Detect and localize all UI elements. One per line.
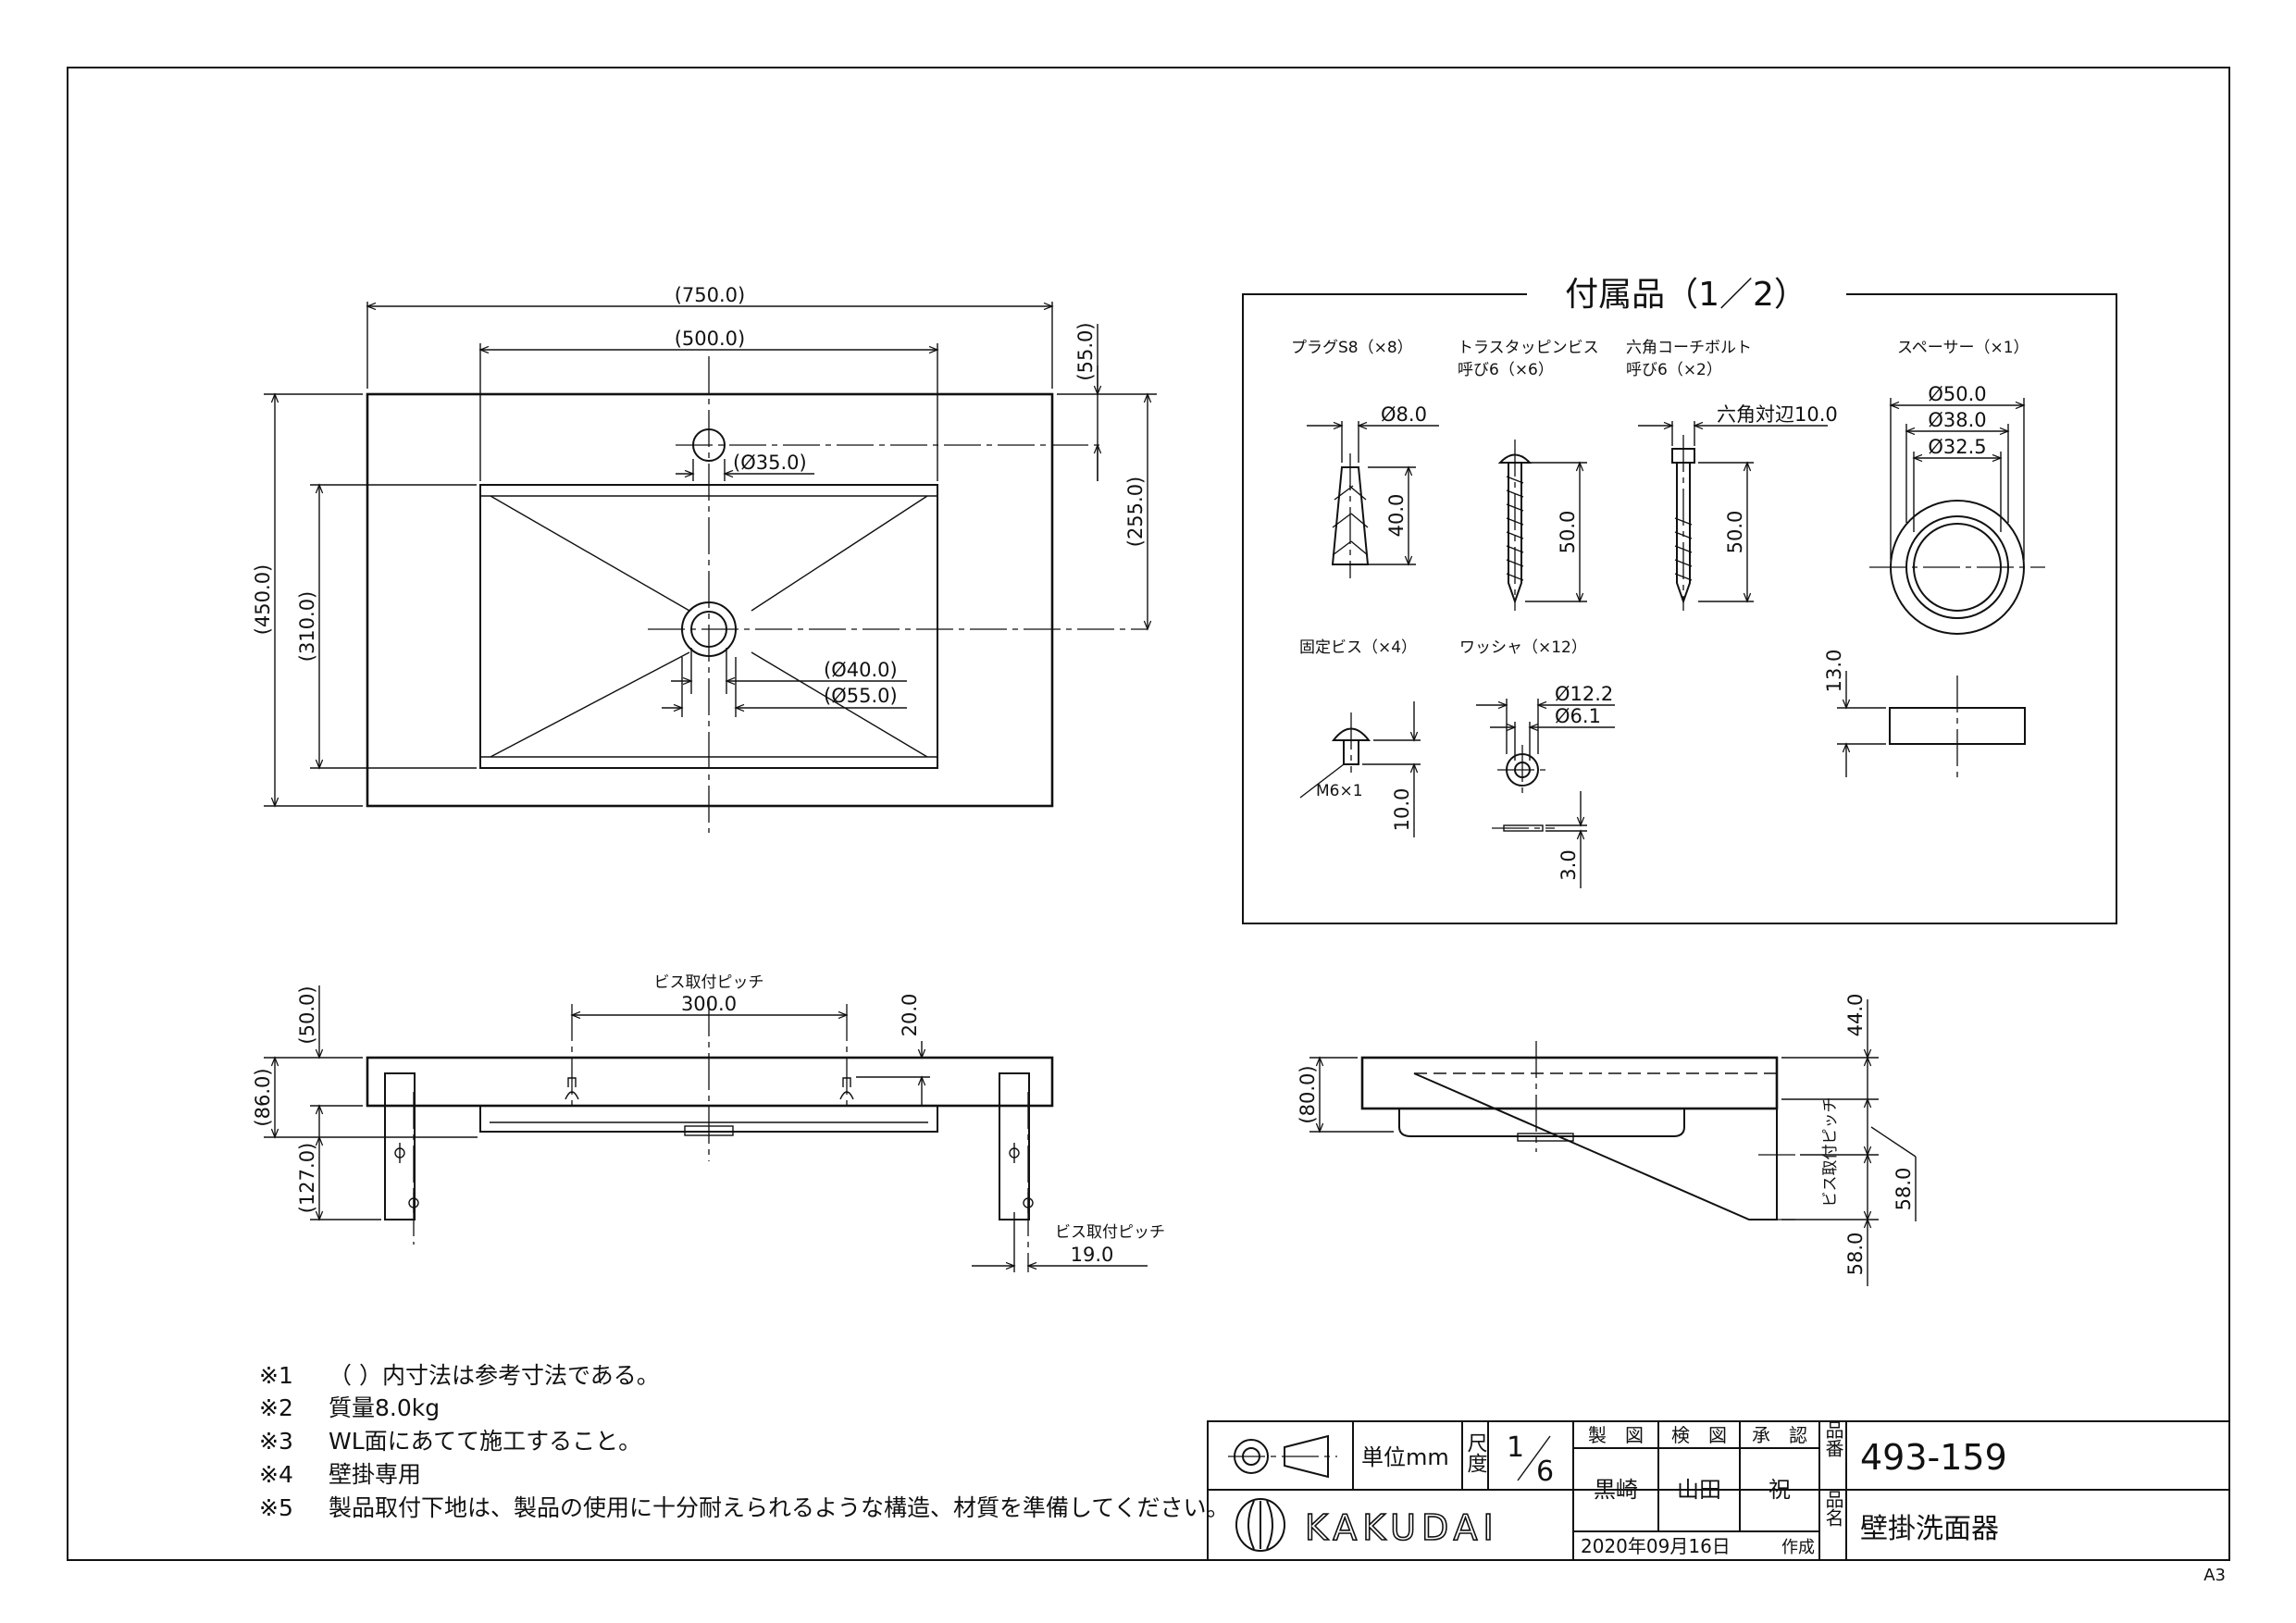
fixing-screw-drawing <box>1331 712 1371 773</box>
part-name-label: 品名 <box>1822 1490 1844 1527</box>
hex-bolt-label-2: 呼び6（×2） <box>1626 361 1722 379</box>
side-pitch-label: ビス取付ピッチ <box>1821 1097 1840 1208</box>
washer-outer: Ø12.2 <box>1555 683 1613 705</box>
drawn-by: 黒崎 <box>1594 1477 1638 1503</box>
dim-hole: (Ø35.0) <box>733 452 807 474</box>
part-no-label: 品番 <box>1822 1420 1844 1457</box>
front-dim-127: (127.0) <box>296 1143 318 1214</box>
truss-screw-drawing <box>1497 440 1533 611</box>
part-no: 493-159 <box>1860 1437 2007 1478</box>
created-date-suffix: 作成 <box>1781 1538 1815 1557</box>
note-1-text: （ ）内寸法は参考寸法である。 <box>329 1362 660 1389</box>
side-dim-80: (80.0) <box>1297 1065 1319 1123</box>
dim-width-total: (750.0) <box>675 284 746 306</box>
sheet-border <box>67 67 2230 1561</box>
created-date: 2020年09月16日 <box>1581 1535 1731 1557</box>
fixing-screw-label: 固定ビス（×4） <box>1299 638 1417 657</box>
truss-screw-label-1: トラスタッピンビス <box>1458 339 1599 357</box>
side-dim-58a: 58.0 <box>1893 1168 1915 1211</box>
spacer-outer: Ø50.0 <box>1928 383 1986 405</box>
projection-symbol-icon <box>1228 1434 1337 1479</box>
notes: ※1 （ ）内寸法は参考寸法である。 ※2 質量8.0kg ※3 WL面にあてて… <box>259 1362 1230 1521</box>
checked-label: 検 図 <box>1671 1424 1727 1446</box>
note-3-mark: ※3 <box>259 1428 293 1455</box>
front-view: ビス取付ピッチ 300.0 20.0 (50.0) (86.0) (127.0)… <box>252 973 1165 1272</box>
front-pitch2-label: ビス取付ピッチ <box>1055 1223 1165 1242</box>
side-dim-58b: 58.0 <box>1844 1233 1867 1276</box>
front-dim-20: 20.0 <box>899 994 921 1037</box>
note-2-text: 質量8.0kg <box>329 1394 440 1421</box>
side-dim-44: 44.0 <box>1844 994 1867 1037</box>
unit-label: 単位mm <box>1361 1444 1449 1470</box>
front-pitch2-value: 19.0 <box>1071 1244 1114 1266</box>
note-4-text: 壁掛専用 <box>329 1461 421 1488</box>
dim-depth-total: (450.0) <box>252 564 274 636</box>
note-1-mark: ※1 <box>259 1362 293 1389</box>
approved-by: 祝 <box>1769 1477 1791 1503</box>
accessories-box: 付属品（1／2） プラグS8（×8） Ø8.0 40.0 トラスタッピンビス 呼… <box>1242 276 2117 924</box>
washer-inner: Ø6.1 <box>1555 705 1601 727</box>
washer-drawing <box>1492 745 1555 832</box>
truss-screw-label-2: 呼び6（×6） <box>1458 361 1554 379</box>
plug-label: プラグS8（×8） <box>1291 339 1413 357</box>
front-pitch-value: 300.0 <box>681 993 737 1015</box>
scale-label: 尺度 <box>1464 1432 1488 1473</box>
fixing-screw-len: 10.0 <box>1391 788 1413 832</box>
accessories-title: 付属品（1／2） <box>1565 276 1807 314</box>
hex-bolt-hex: 六角対辺10.0 <box>1717 403 1838 426</box>
spacer-height: 13.0 <box>1823 650 1845 693</box>
dim-depth-bowl: (310.0) <box>296 591 318 663</box>
note-5-mark: ※5 <box>259 1494 293 1521</box>
spacer-drawing <box>1869 500 2045 777</box>
side-view: (80.0) 44.0 ビス取付ピッチ 58.0 58.0 <box>1297 994 1917 1286</box>
checked-by: 山田 <box>1677 1477 1721 1503</box>
drawn-label: 製 図 <box>1588 1424 1644 1446</box>
dim-top-to-hole: (55.0) <box>1074 322 1097 380</box>
fixing-screw-thread: M6×1 <box>1316 782 1363 800</box>
note-5-text: 製品取付下地は、製品の使用に十分耐えられるような構造、材質を準備してください。 <box>329 1494 1230 1521</box>
plug-len: 40.0 <box>1385 494 1408 538</box>
washer-thick: 3.0 <box>1558 849 1580 880</box>
dim-drain-outer: (Ø55.0) <box>824 685 898 707</box>
front-pitch-label: ビス取付ピッチ <box>654 973 764 992</box>
note-2-mark: ※2 <box>259 1394 293 1421</box>
plug-drawing <box>1331 453 1370 578</box>
scale-denominator: 6 <box>1536 1456 1554 1488</box>
spacer-inner: Ø32.5 <box>1928 436 1986 458</box>
part-name: 壁掛洗面器 <box>1860 1513 1999 1545</box>
sheet-size: A3 <box>2203 1566 2226 1585</box>
hex-bolt-drawing <box>1671 435 1695 611</box>
brand-name: KAKUDAI <box>1305 1507 1499 1548</box>
plan-view: (750.0) (500.0) (55.0) (255.0) (Ø35.0) (… <box>252 284 1157 833</box>
spacer-mid: Ø38.0 <box>1928 409 1986 431</box>
hex-bolt-label-1: 六角コーチボルト <box>1626 339 1752 357</box>
plug-dia: Ø8.0 <box>1381 403 1427 426</box>
dim-top-to-drain: (255.0) <box>1124 477 1147 548</box>
front-dim-86: (86.0) <box>252 1068 274 1126</box>
front-dim-50: (50.0) <box>296 985 318 1044</box>
dim-drain-inner: (Ø40.0) <box>824 659 898 681</box>
approved-label: 承 認 <box>1752 1424 1807 1446</box>
truss-screw-len: 50.0 <box>1557 511 1579 554</box>
scale-numerator: 1 <box>1507 1431 1524 1464</box>
note-3-text: WL面にあてて施工すること。 <box>329 1428 641 1455</box>
washer-label: ワッシャ（×12） <box>1459 638 1587 657</box>
dim-width-bowl: (500.0) <box>675 328 746 350</box>
note-4-mark: ※4 <box>259 1461 293 1488</box>
spacer-label: スペーサー（×1） <box>1897 339 2029 357</box>
kakudai-logo-icon <box>1235 1498 1285 1552</box>
title-block: 単位mm 尺度 1 6 製 図 検 図 承 認 黒崎 山田 祝 品番 493-1… <box>1207 1420 2230 1561</box>
hex-bolt-len: 50.0 <box>1724 511 1746 554</box>
